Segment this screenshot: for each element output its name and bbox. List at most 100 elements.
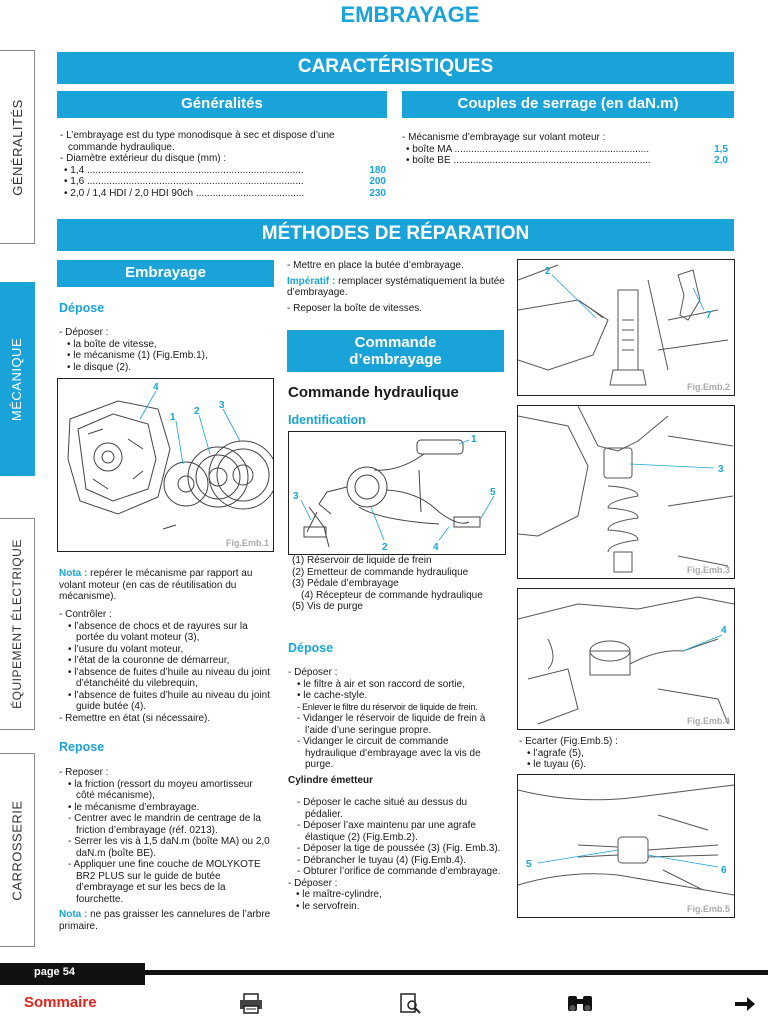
spec-row: • boîte MA .............................… [402,144,728,156]
arrow-right-icon[interactable] [733,994,757,1014]
push-rod-drawing: 3 [518,406,734,573]
hydraulic-diagram: 1 3 2 4 5 [288,431,506,555]
clutch-assembly-drawing: 4 1 2 3 [67,382,273,530]
nota-label: Nota : [59,568,88,579]
ecarter-text: - Ecarter (Fig.Emb.5) : • l’agrafe (5), … [519,736,733,771]
text-line: • l’état de la couronne de démarreur, [68,655,230,666]
page-title: EMBRAYAGE [340,2,480,27]
sommaire-link[interactable]: Sommaire [24,994,97,1011]
legend-item: (2) Emetteur de commande hydraulique [292,566,469,578]
figure-label: Fig.Emb.1 [225,538,269,548]
text-line: - Reposer la boîte de vitesses. [287,302,423,314]
text-line: • le servofrein. [296,900,360,912]
callout: 7 [706,310,712,321]
callout: 2 [194,406,200,417]
sidetab-equipement-electrique[interactable]: ÉQUIPEMENT ÉLECTRIQUE [0,518,35,730]
text-line: - Reposer : [59,767,109,778]
sidetab-label: ÉQUIPEMENT ÉLECTRIQUE [10,539,25,709]
callout: 2 [545,266,551,277]
text-line: - Remettre en état (si nécessaire). [59,712,211,724]
callout: 5 [490,487,496,498]
methodes-banner: MÉTHODES DE RÉPARATION [57,219,734,251]
sidetab-label: MÉCANIQUE [9,337,25,421]
cylindre-text: - Déposer le cache situé au dessus du pé… [288,797,503,912]
nota-text: ne pas graisser les cannelures de l’arbr… [59,909,271,932]
figure-emb3: 3 Fig.Emb.3 [517,405,735,579]
col2-top-text: - Mettre en place la butée d’embrayage. … [287,260,505,314]
callout: 6 [721,865,727,876]
text-line: - Déposer le cache situé au dessus du pé… [297,797,468,820]
callout: 3 [718,464,724,475]
legend-item: (3) Pédale d’embrayage [292,578,399,589]
legend: (1) Réservoir de liquide de frein (2) Em… [292,555,504,613]
spec-row: • 2,0 / 1,4 HDI / 2,0 HDI 90ch .........… [60,188,386,200]
sidetab-mecanique[interactable]: MÉCANIQUE [0,282,35,476]
callout: 1 [170,412,176,423]
printer-icon[interactable] [238,992,264,1014]
legend-item: (5) Vis de purge [292,601,363,612]
spec-value: 2,0 [714,155,728,166]
text-line: - Déposer : [59,327,109,338]
commande-header: Commande d’embrayage [287,330,504,372]
text-line: - Obturer l’orifice de commande d’embray… [297,866,501,877]
text-line: - Diamètre extérieur du disque (mm) : [60,153,227,164]
nota-block: Nota : repérer le mécanisme par rapport … [59,568,274,603]
text-line: - L’embrayage est du type monodisque à s… [60,130,335,141]
embrayage-header: Embrayage [57,260,274,287]
figure-label: Fig.Emb.2 [686,382,730,392]
figure-emb4: 4 Fig.Emb.4 [517,588,735,730]
callout: 5 [526,859,532,870]
search-document-icon[interactable] [398,992,422,1014]
spec-value: 200 [369,176,386,187]
text-line: - Enlever le filtre du réservoir de liqu… [297,701,478,712]
text-line: • l’absence de fuites d’huile au niveau … [68,689,270,713]
hydraulic-system-drawing: 1 3 2 4 5 [293,434,496,553]
depose-title-2: Dépose [288,641,334,655]
text-line: - Débrancher le tuyau (4) (Fig.Emb.4). [297,854,466,866]
page-number-bar [0,963,145,985]
figure-emb2: 2 7 Fig.Emb.2 [517,259,735,396]
depose-title: Dépose [59,301,105,315]
text-line: - Centrer avec le mandrin de centrage de… [68,813,261,836]
text-line: - Mettre en place la butée d’embrayage. [287,260,464,271]
binoculars-icon[interactable] [565,992,595,1014]
figure-label: Fig.Emb.4 [686,716,730,726]
spec-label: • 2,0 / 1,4 HDI / 2,0 HDI 90ch .........… [64,187,305,199]
cylindre-title: Cylindre émetteur [288,775,374,786]
spec-row: • 1,4 ..................................… [60,165,386,177]
sidetab-carrosserie[interactable]: CARROSSERIE [0,753,35,947]
repose-title: Repose [59,740,105,754]
text-line: - Déposer l’axe maintenu par une agrafe … [297,820,476,843]
couples-text: - Mécanisme d’embrayage sur volant moteu… [402,132,728,167]
text-line: - Serrer les vis à 1,5 daN.m (boîte MA) … [68,836,270,859]
spec-value: 180 [369,164,386,176]
text-line: - Vidanger le réservoir de liquide de fr… [297,713,486,736]
controler-text: - Contrôler : • l’absence de chocs et de… [59,609,274,724]
text-line: • le maître-cylindre, [296,889,382,900]
sidetab-generalites[interactable]: GÉNÉRALITÉS [0,50,35,244]
text-line: • le disque (2). [67,361,132,373]
footer-rule [145,970,768,975]
caracteristiques-banner: CARACTÉRISTIQUES [57,52,734,84]
spec-label: • boîte MA .............................… [406,143,650,155]
text-line: • l’usure du volant moteur, [68,643,184,655]
identification-title: Identification [288,413,366,427]
legend-item: (1) Réservoir de liquide de frein [292,555,432,566]
figure-label: Fig.Emb.3 [686,565,730,575]
text-line: - Ecarter (Fig.Emb.5) : [519,736,618,747]
callout: 4 [721,625,727,636]
text-line: - Contrôler : [59,609,112,620]
text-line: • le tuyau (6). [527,759,587,770]
callout: 3 [293,491,299,502]
repose-text: - Reposer : • la friction (ressort du mo… [59,767,274,932]
commande-hydraulique-title: Commande hydraulique [288,384,459,401]
text-line: • le mécanisme d’embrayage. [68,801,200,813]
text-line: commande hydraulique. [68,141,175,153]
callout: 3 [219,400,225,411]
text-line: • l’absence de fuites d’huile au niveau … [68,666,270,690]
imperatif-label: Impératif : [287,275,336,287]
nota-label: Nota : [59,909,88,920]
text-line: • l’absence de chocs et de rayures sur l… [68,620,248,644]
text-line: • le cache-style. [297,690,368,701]
spec-value: 230 [369,187,386,199]
